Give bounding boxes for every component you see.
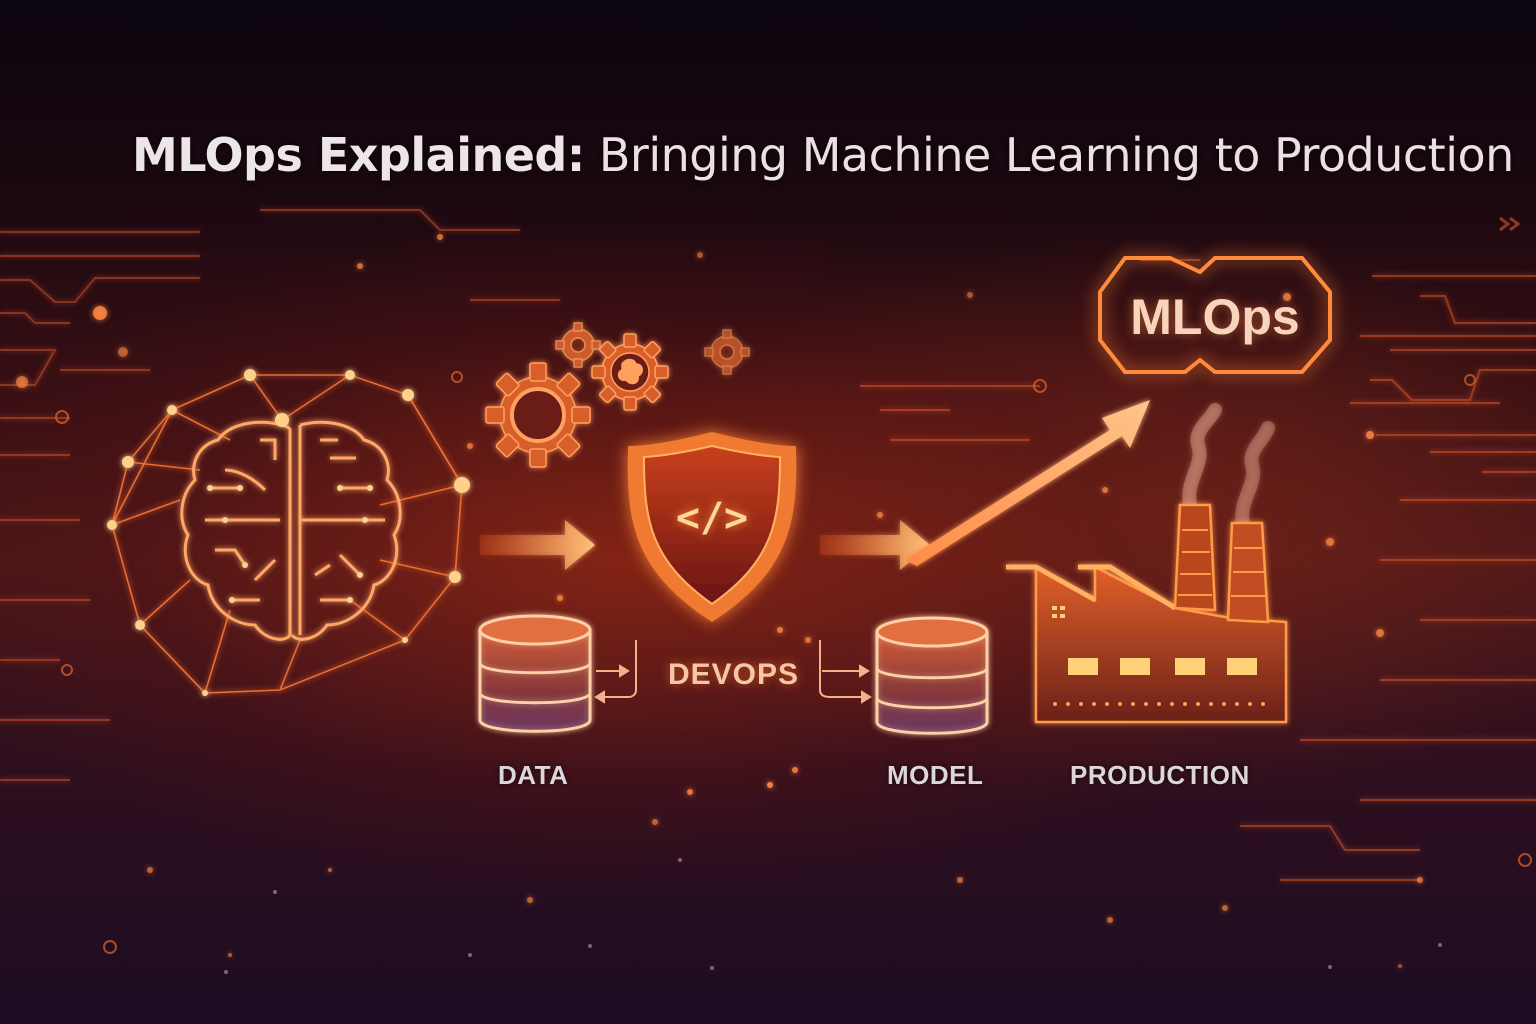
double-chevron-icon — [1499, 216, 1521, 232]
title-bold: MLOps Explained: — [132, 128, 585, 182]
page-title: MLOps Explained: Bringing Machine Learni… — [132, 128, 1514, 182]
code-shield-icon — [627, 432, 797, 622]
trending-up-arrow-icon — [905, 400, 1150, 566]
model-label: MODEL — [887, 760, 984, 790]
title-light: Bringing Machine Learning to Production — [584, 128, 1514, 182]
data-label: DATA — [498, 760, 569, 790]
arrow-right-icon — [820, 520, 930, 570]
gears-icon — [485, 322, 750, 468]
devops-label: DEVOPS — [668, 658, 800, 691]
hexagon-badge-icon — [1098, 256, 1332, 374]
database-icon — [478, 614, 592, 733]
arrow-right-icon — [480, 520, 595, 570]
factory-icon — [1006, 403, 1288, 724]
data-flow-arrows-icon — [594, 640, 872, 704]
code-glyph: </> — [675, 495, 749, 541]
brain-network-icon — [107, 369, 470, 696]
database-icon — [875, 616, 989, 735]
mlops-badge-label: MLOps — [1130, 289, 1300, 345]
production-label: PRODUCTION — [1070, 760, 1250, 790]
